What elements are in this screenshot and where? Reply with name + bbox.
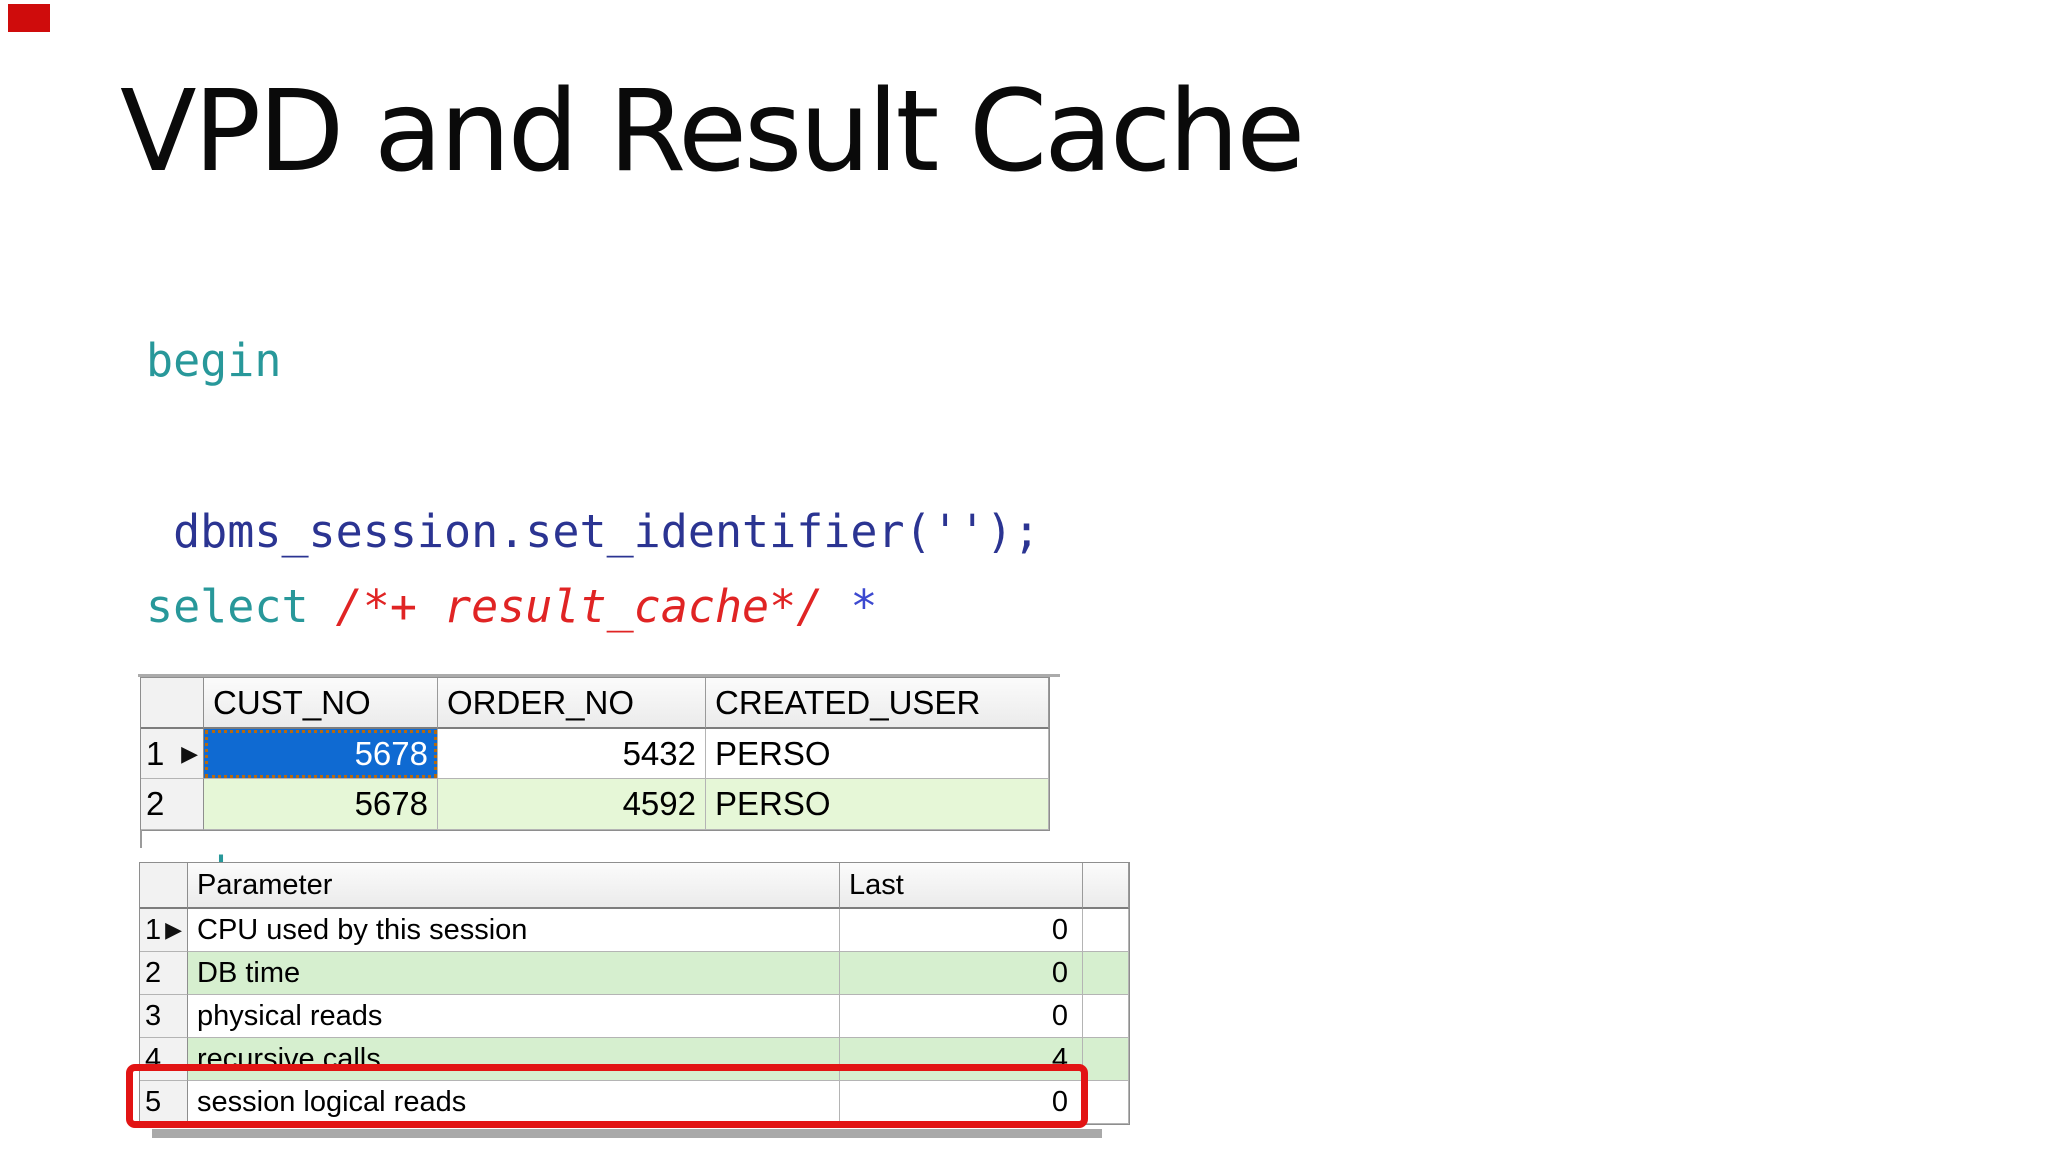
results-grid-top-border [138, 674, 1060, 677]
stats-grid-cell[interactable]: CPU used by this session [188, 909, 840, 952]
stats-grid-cell-partial [1083, 995, 1129, 1038]
results-grid-corner-header [141, 678, 204, 729]
code-line: dbms_session.set_identifier(''); [146, 503, 1040, 560]
row-number: 1▶ [141, 729, 204, 779]
code-keyword: select [146, 580, 336, 633]
results-grid-border-stub [140, 830, 142, 848]
column-header-parameter[interactable]: Parameter [188, 863, 840, 909]
stats-grid-cell[interactable]: 4 [840, 1038, 1083, 1081]
results-grid-cell[interactable]: 4592 [438, 779, 706, 830]
row-indicator-icon: ▶ [181, 740, 198, 766]
stats-grid-cell[interactable]: physical reads [188, 995, 840, 1038]
code-star: * [823, 580, 878, 633]
page-title: VPD and Result Cache [120, 67, 1305, 197]
stats-grid-cell[interactable]: recursive calls [188, 1038, 840, 1081]
column-header-cust-no[interactable]: CUST_NO [204, 678, 438, 729]
row-number: 1▶ [140, 909, 188, 952]
results-grid-cell[interactable]: 5432 [438, 729, 706, 779]
code-line: select /*+ result_cache*/ * [146, 578, 878, 635]
row-number: 2 [141, 779, 204, 830]
row-number: 2 [140, 952, 188, 995]
row-number: 3 [140, 995, 188, 1038]
code-hint: /*+ result_cache*/ [335, 580, 824, 633]
stats-grid-cell[interactable]: 0 [840, 995, 1083, 1038]
code-statement: dbms_session.set_identifier(''); [146, 505, 1041, 558]
code-line: begin [146, 332, 1040, 389]
stats-grid-corner-header [140, 863, 188, 909]
stats-grid-cell-partial [1083, 909, 1129, 952]
code-keyword: begin [146, 334, 282, 387]
results-grid-cell[interactable]: PERSO [706, 779, 1049, 830]
stats-grid-cell-partial [1083, 1038, 1129, 1081]
column-header-last[interactable]: Last [840, 863, 1083, 909]
results-grid-cell[interactable]: 5678 [204, 779, 438, 830]
results-grid-cell-selected[interactable]: 5678 [204, 729, 438, 779]
column-header-order-no[interactable]: ORDER_NO [438, 678, 706, 729]
stats-grid-cell[interactable]: 0 [840, 952, 1083, 995]
stats-grid-cell-partial [1083, 1081, 1129, 1124]
results-grid: CUST_NO ORDER_NO CREATED_USER 1▶ 5678 54… [140, 677, 1050, 831]
results-grid-cell[interactable]: PERSO [706, 729, 1049, 779]
stats-grid-cell[interactable]: 0 [840, 909, 1083, 952]
row-indicator-icon: ▶ [165, 917, 182, 942]
column-header-created-user[interactable]: CREATED_USER [706, 678, 1049, 729]
stats-grid-drop-shadow [152, 1129, 1102, 1138]
corner-red-mark [8, 4, 50, 32]
column-header-partial [1083, 863, 1129, 909]
stats-grid-cell[interactable]: DB time [188, 952, 840, 995]
red-highlight-annotation [126, 1064, 1088, 1128]
stats-grid: Parameter Last 1▶ CPU used by this sessi… [139, 862, 1130, 1125]
stats-grid-cell-partial [1083, 952, 1129, 995]
